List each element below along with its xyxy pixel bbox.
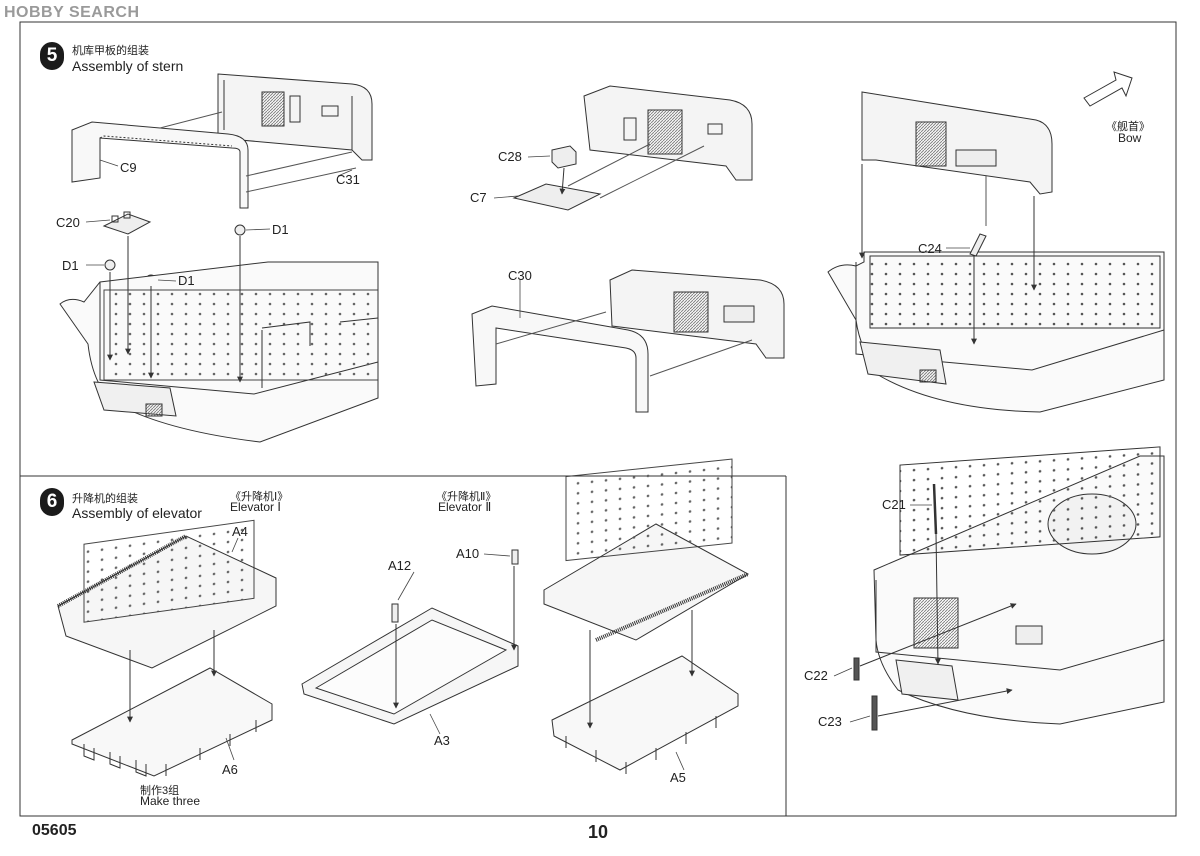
- stern-wall-subassembly: [471, 85, 785, 413]
- label-leaders: [85, 155, 970, 771]
- part-label-c21: C21: [882, 497, 906, 512]
- part-label-c9: C9: [120, 160, 137, 175]
- part-label-a4: A4: [232, 524, 248, 539]
- bow-lift-assembly: [853, 446, 1165, 731]
- make-three-en: Make three: [140, 794, 201, 808]
- elevator-assemblies: [57, 458, 750, 777]
- part-label-d1-left: D1: [62, 258, 79, 273]
- part-label-c22: C22: [804, 668, 828, 683]
- watermark-logo: HOBBY SEARCH: [4, 4, 140, 22]
- step-6-title-en: Assembly of elevator: [72, 505, 202, 521]
- page-number: 10: [588, 822, 609, 842]
- product-code: 05605: [32, 822, 77, 839]
- part-label-c23: C23: [818, 714, 842, 729]
- part-label-c7: C7: [470, 190, 487, 205]
- elevator-2-label-cn: 《升降机Ⅱ》: [436, 491, 497, 503]
- part-label-c28: C28: [498, 149, 522, 164]
- step-5-title-en: Assembly of stern: [72, 58, 184, 74]
- part-label-c20: C20: [56, 215, 80, 230]
- bow-hull-assembly: [827, 71, 1165, 413]
- part-label-c24: C24: [918, 241, 942, 256]
- part-label-d1-middle: D1: [178, 273, 195, 288]
- step-6-title-cn: 升降机的组装: [72, 493, 138, 505]
- part-label-a6: A6: [222, 762, 238, 777]
- step-5-badge: 5: [40, 42, 64, 70]
- part-label-a5: A5: [670, 770, 686, 785]
- make-three-cn: 制作3组: [140, 785, 180, 797]
- step-5-title-cn: 机库甲板的组装: [72, 45, 149, 57]
- part-label-a10: A10: [456, 546, 480, 561]
- bow-direction-arrow: [1083, 71, 1133, 107]
- part-label-a3: A3: [434, 733, 450, 748]
- bow-label-cn: 《舰首》: [1106, 121, 1150, 133]
- stern-hull-assembly: [59, 73, 379, 443]
- part-label-c30: C30: [508, 268, 532, 283]
- watermark-text: HOBBY SEARCH: [4, 4, 140, 21]
- elevator-1-label-cn: 《升降机Ⅰ》: [230, 491, 289, 503]
- bow-label-en: Bow: [1118, 131, 1142, 145]
- elevator-1-label-en: Elevator Ⅰ: [230, 500, 281, 514]
- part-label-a12: A12: [388, 558, 412, 573]
- elevator-2-label-en: Elevator Ⅱ: [438, 500, 492, 514]
- step-6-badge: 6: [40, 488, 64, 516]
- part-label-d1-right: D1: [272, 222, 289, 237]
- part-label-c31: C31: [336, 172, 360, 187]
